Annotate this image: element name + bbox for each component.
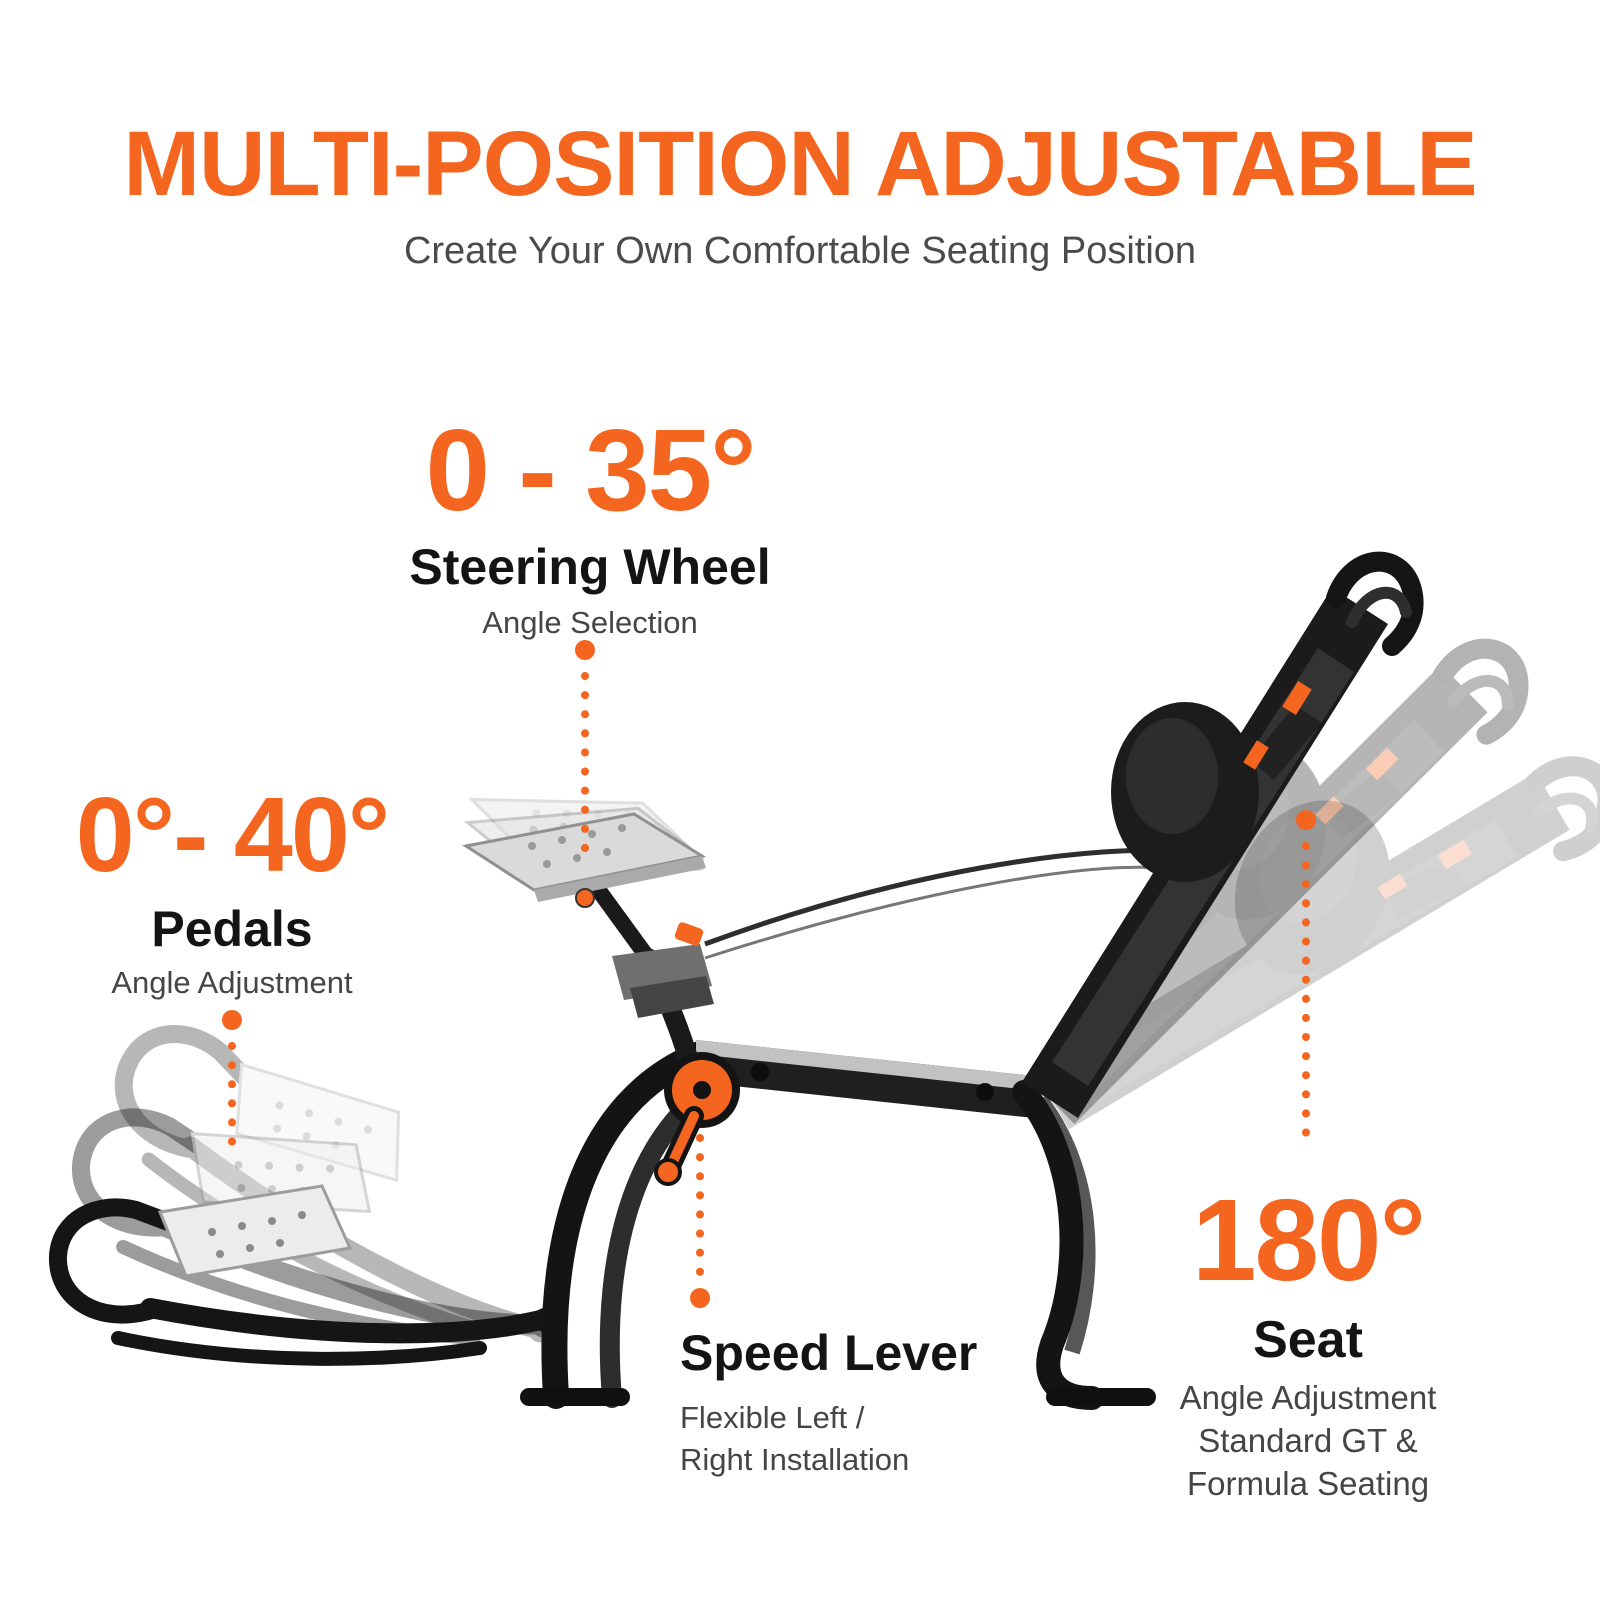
seat-connector-dot xyxy=(1296,810,1316,830)
seat-sublabel-3: Formula Seating xyxy=(1186,1464,1430,1502)
speed-lever-sublabel-1: Flexible Left / xyxy=(680,1400,865,1435)
speed-lever-label: Speed Lever xyxy=(680,1325,978,1381)
annotation-seat: 180° Seat Angle Adjustment Standard GT &… xyxy=(1093,1182,1523,1506)
steering-label: Steering Wheel xyxy=(409,539,771,595)
pedals-angle-value: 0°- 40° xyxy=(75,776,390,894)
steering-connector-dot xyxy=(575,640,595,660)
speed-lever-sublabel-2: Right Installation xyxy=(680,1441,910,1477)
seat-angle-value: 180° xyxy=(1192,1175,1426,1305)
annotation-pedals: 0°- 40° Pedals Angle Adjustment xyxy=(22,782,442,1001)
annotation-speed-lever: Speed Lever Flexible Left / Right Instal… xyxy=(680,1326,1020,1481)
page-title: MULTI-POSITION ADJUSTABLE xyxy=(123,113,1477,215)
frame xyxy=(520,1040,1156,1410)
steering-clamp xyxy=(575,888,595,908)
pedals-label: Pedals xyxy=(151,901,313,957)
annotation-steering-wheel: 0 - 35° Steering Wheel Angle Selection xyxy=(360,412,820,641)
page-subtitle: Create Your Own Comfortable Seating Posi… xyxy=(403,230,1197,272)
speed-lever xyxy=(654,1052,740,1186)
connectors xyxy=(222,640,1316,1308)
pedals-connector-dot xyxy=(222,1010,242,1030)
steering-sublabel: Angle Selection xyxy=(482,605,698,640)
seat-label: Seat xyxy=(1253,1311,1363,1369)
seat-sublabel-1: Angle Adjustment xyxy=(1179,1379,1437,1417)
pedals-sublabel: Angle Adjustment xyxy=(111,965,353,1000)
steering-assembly xyxy=(458,766,715,1068)
steering-angle-value: 0 - 35° xyxy=(425,405,756,535)
seat-sublabel-2: Standard GT & xyxy=(1198,1422,1418,1460)
speed-lever-connector-dot xyxy=(690,1288,710,1308)
cable-lower xyxy=(704,865,1161,960)
